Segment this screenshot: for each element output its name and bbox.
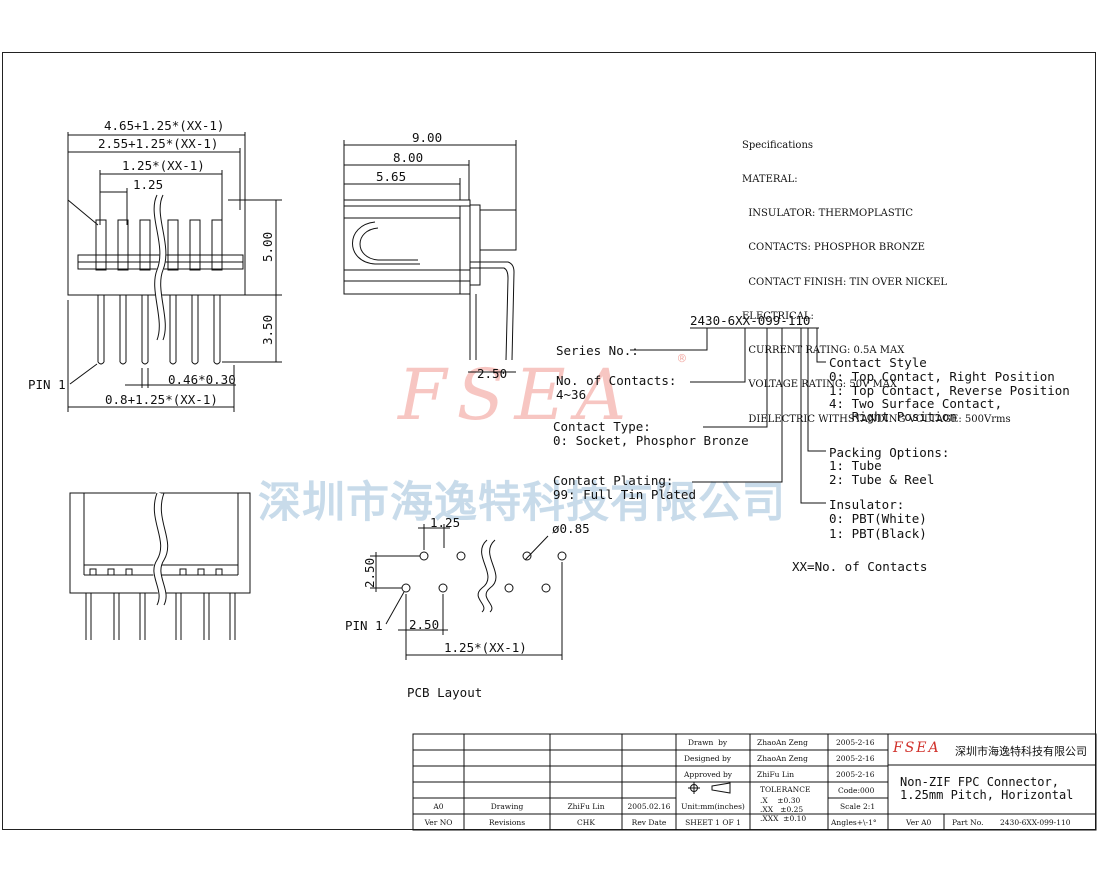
packing-1: 1: Tube [829,458,882,473]
tb-rev-date: 2005.02.16 [627,802,671,811]
pin1-label-top: PIN 1 [28,377,66,392]
specifications-block: Specifications MATERAL: INSULATOR: THERM… [742,117,1011,436]
dim-side-565: 5.65 [376,169,406,184]
pcb-dim-total: 1.25*(XX-1) [444,640,527,655]
tb-scale: Scale 2:1 [840,802,876,811]
dim-side-250: 2.50 [477,366,507,381]
tb-sheet: SHEET 1 OF 1 [685,818,741,827]
top-view [67,132,282,412]
dim-pin-width: 0.46*0.30 [168,372,236,387]
pin1-label-pcb: PIN 1 [345,618,383,633]
xx-note: XX=No. of Contacts [792,559,928,574]
side-view [343,140,517,373]
dim-side-900: 9.00 [412,130,442,145]
part-code: 2430-6XX-099-110 [690,313,811,328]
tb-rev-chk-name: ZhiFu Lin [567,802,605,811]
tb-header-ver: Ver NO [424,818,453,827]
tb-units: Unit:mm(inches) [681,802,745,811]
tb-title-line2: 1.25mm Pitch, Horizontal [900,788,1074,802]
dim-third-width: 1.25*(XX-1) [122,158,205,173]
pcb-dim-pitch: 1.25 [430,515,460,530]
spec-line: CONTACT FINISH: TIN OVER NICKEL [742,276,948,288]
tb-designed-name: ZhaoAn Zeng [757,754,808,763]
tb-logo: FSEA [893,740,941,756]
tb-tolerance-label: TOLERANCE [760,785,811,794]
part-code-leaders [630,327,826,504]
tb-drawn-label: Drawn by [688,738,728,747]
pcb-layout-title: PCB Layout [407,685,482,700]
spec-line: ELECTRICAL: [742,310,814,322]
spec-line: INSULATOR: THERMOPLASTIC [742,208,913,220]
pcb-dim-hole: ø0.85 [552,521,590,536]
insulator-1: 1: PBT(Black) [829,526,927,541]
tb-angles: Angles+\-1° [831,818,877,827]
pcb-layout [370,524,567,660]
tb-code: Code:000 [838,786,875,795]
packing-2: 2: Tube & Reel [829,472,935,487]
tb-header-revdate: Rev Date [631,818,667,827]
contacts-label: No. of Contacts: [556,373,677,388]
tb-title-line1: Non-ZIF FPC Connector, [900,775,1059,789]
tb-approved-label: Approved by [684,770,733,779]
dim-side-800: 8.00 [393,150,423,165]
tb-designed-date: 2005-2-16 [836,754,875,763]
tb-version: Ver A0 [906,818,932,827]
insulator-0: 0: PBT(White) [829,511,927,526]
dim-overall-width: 4.65+1.25*(XX-1) [104,118,224,133]
tb-tol-xxx: .XXX ±0.10 [760,814,807,823]
dim-pin-length: 3.50 [260,315,275,345]
spec-line: MATERAL: [742,174,798,186]
contact-type-0: 0: Socket, Phosphor Bronze [553,433,749,448]
watermark-registered-mark: ® [678,352,686,367]
spec-line: CURRENT RATING: 0.5A MAX [742,345,905,357]
style-0: 0: Top Contact, Right Position [829,369,1055,384]
tb-company-name: 深圳市海逸特科技有限公司 [955,745,1087,758]
tb-rev-a0: A0 [433,802,444,811]
tb-approved-date: 2005-2-16 [836,770,875,779]
spec-line: CONTACTS: PHOSPHOR BRONZE [742,242,925,254]
spec-line: VOLTAGE RATING: 50V MAX [742,379,898,391]
series-label: Series No.: [556,343,639,358]
contacts-range: 4~36 [556,387,587,402]
dim-bottom-width: 0.8+1.25*(XX-1) [105,392,218,407]
style-label: Contact Style [829,355,927,370]
title-block [412,733,1097,831]
plating-label: Contact Plating: [553,473,674,488]
spec-line: DIELECTRIC WITHSTANDING VOLTAGE: 500Vrms [742,413,1011,425]
dim-body-height: 5.00 [260,232,275,262]
style-4a: 4: Two Surface Contact, [829,396,1003,411]
tb-header-chk: CHK [577,818,595,827]
contact-type-label: Contact Type: [553,419,651,434]
plating-99: 99: Full Tin Plated [553,487,696,502]
style-4b: Right Position [829,409,957,424]
tb-tol-xx: .XX ±0.25 [760,805,804,814]
pcb-dim-horizontal: 2.50 [409,617,439,632]
tb-tol-x: .X ±0.30 [760,796,801,805]
dim-pitch: 1.25 [133,177,163,192]
tb-drawn-name: ZhaoAn Zeng [757,738,808,747]
tb-drawn-date: 2005-2-16 [836,738,875,747]
tb-header-revisions: Revisions [488,818,526,827]
watermark-company-name: 深圳市海逸特科技有限公司 [258,478,786,528]
style-1: 1: Top Contact, Reverse Position [829,383,1070,398]
watermark-logo: FSEA [398,354,637,436]
spec-line: Specifications [742,139,814,151]
packing-label: Packing Options: [829,445,950,460]
tb-part-no: 2430-6XX-099-110 [1000,818,1071,827]
pcb-dim-vertical: 2.50 [362,558,377,588]
tb-approved-name: ZhiFu Lin [757,770,795,779]
dim-second-width: 2.55+1.25*(XX-1) [98,136,218,151]
tb-designed-label: Designed by [684,754,731,763]
insulator-label: Insulator: [829,497,905,512]
tb-part-no-label: Part No. [952,818,984,827]
front-view [69,491,251,640]
tb-rev-drawing: Drawing [490,802,524,811]
